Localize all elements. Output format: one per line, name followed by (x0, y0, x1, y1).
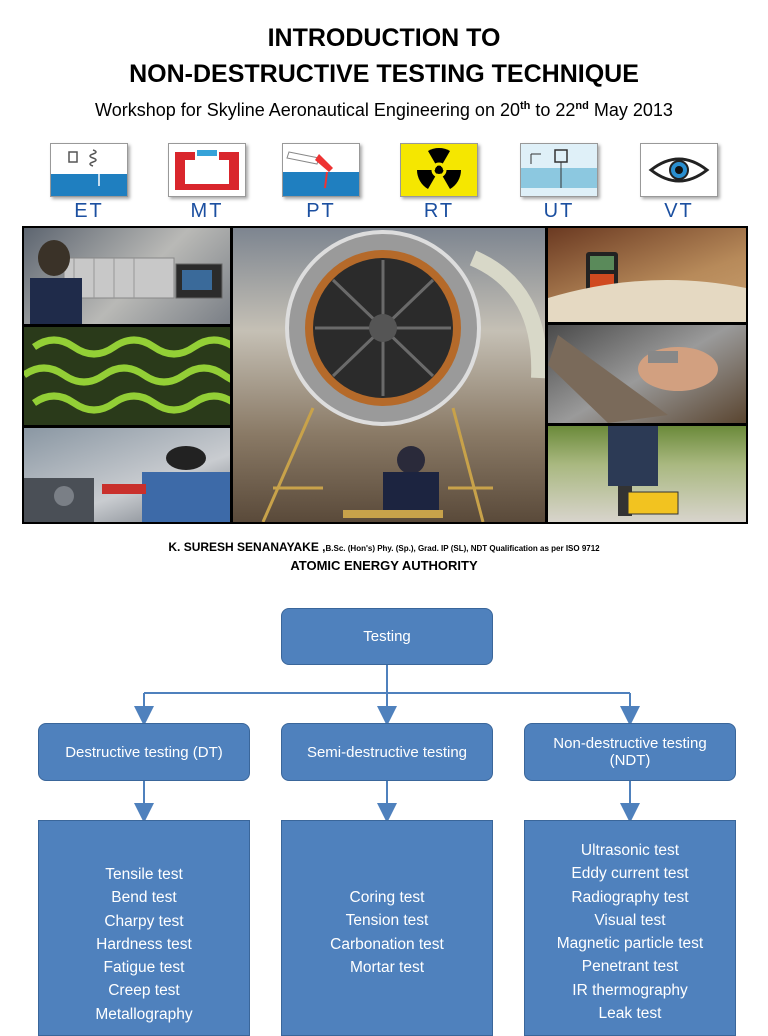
method-label: ET (74, 200, 104, 222)
photo-ultrasonic-pipe-test (548, 228, 746, 322)
list-item: Tensile test (105, 866, 183, 883)
eye-icon (640, 143, 718, 197)
photo-weld-inspector (24, 428, 230, 522)
list-item: IR thermography (572, 981, 688, 999)
title-line-2: NON-DESTRUCTIVE TESTING TECHNIQUE (129, 60, 639, 88)
title-line-1: INTRODUCTION TO (267, 24, 501, 52)
list-item: Penetrant test (581, 958, 679, 976)
magnet-icon (168, 143, 246, 197)
method-rt: RT (400, 143, 478, 223)
ndt-photo-collage (22, 226, 748, 524)
radiation-icon (400, 143, 478, 197)
list-item: Ultrasonic test (580, 842, 680, 859)
method-ut: UT (520, 143, 598, 223)
list-item: Bend test (111, 889, 177, 907)
list-item: Tension test (345, 912, 429, 930)
testing-root-node: Testing (281, 608, 493, 665)
method-et: ET (50, 143, 128, 223)
list-item: Coring test (349, 889, 425, 906)
list-item: Metallography (95, 1005, 193, 1023)
ndt-tests-list: Ultrasonic test Eddy current test Radiog… (524, 820, 736, 1036)
list-item: Mortar test (349, 958, 425, 976)
method-mt: MT (168, 143, 246, 223)
list-item: Carbonation test (330, 935, 444, 953)
semi-destructive-testing-node: Semi-destructive testing (281, 723, 493, 781)
non-destructive-testing-node: Non-destructive testing (NDT) (524, 723, 736, 781)
photo-probe-on-pipe (548, 325, 746, 423)
list-item: Radiography test (571, 888, 689, 906)
method-vt: VT (640, 143, 718, 223)
eddy-current-icon (50, 143, 128, 197)
semi-destructive-tests-list: Coring test Tension test Carbonation tes… (281, 820, 493, 1036)
penetrant-icon (282, 143, 360, 197)
photo-jet-engine-inspection (233, 228, 545, 522)
list-item: Eddy current test (571, 865, 689, 883)
method-label: MT (190, 200, 224, 222)
list-item: Charpy test (104, 912, 184, 930)
method-label: RT (423, 200, 455, 222)
destructive-tests-list: Tensile test Bend test Charpy test Hardn… (38, 820, 250, 1036)
list-item: Hardness test (96, 935, 192, 953)
method-pt: PT (282, 143, 360, 223)
workshop-subtitle: Workshop for Skyline Aeronautical Engine… (95, 100, 673, 120)
organization: ATOMIC ENERGY AUTHORITY (290, 558, 478, 573)
list-item: Fatigue test (103, 959, 185, 977)
list-item: Magnetic particle test (556, 935, 704, 953)
photo-field-scanner (548, 426, 746, 522)
ultrasonic-icon (520, 143, 598, 197)
method-label: UT (543, 200, 575, 222)
photo-eddy-current-inspection (24, 228, 230, 324)
method-label: PT (306, 200, 336, 222)
method-label: VT (664, 200, 694, 222)
list-item: Creep test (108, 982, 180, 1000)
list-item: Visual test (594, 911, 666, 929)
author-line: K. SURESH SENANAYAKE ,B.Sc. (Hon's) Phy.… (168, 540, 600, 554)
destructive-testing-node: Destructive testing (DT) (38, 723, 250, 781)
photo-magnetic-particle-coils (24, 327, 230, 425)
list-item: Leak test (598, 1005, 662, 1023)
